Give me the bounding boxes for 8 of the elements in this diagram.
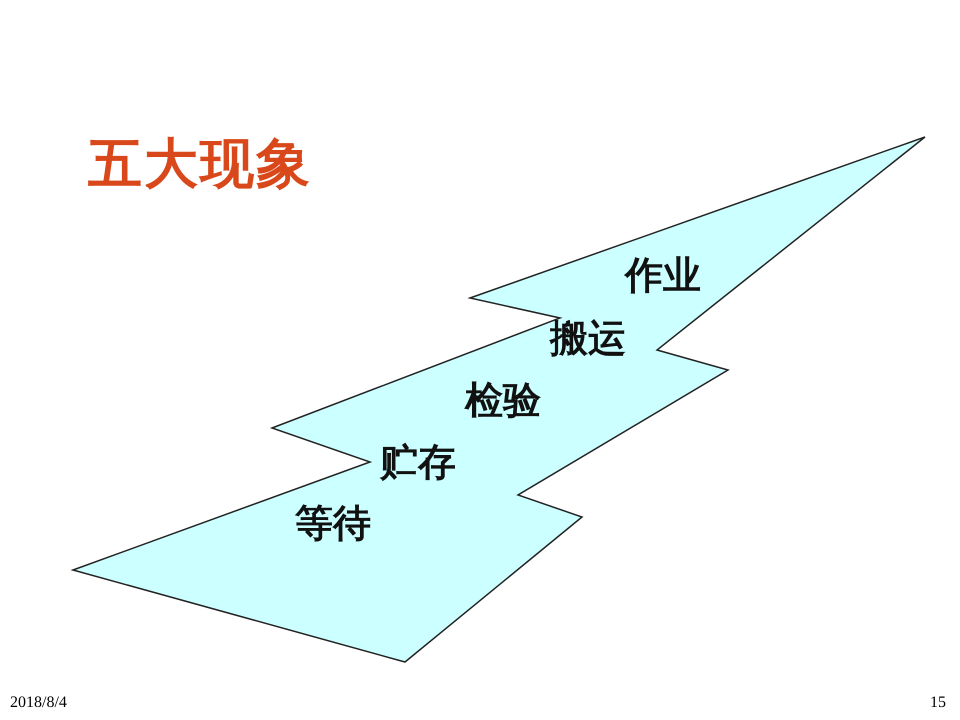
stage-label: 检验 <box>465 380 541 422</box>
stage-label: 作业 <box>625 255 701 297</box>
date-text: 2018/8/4 <box>10 694 67 712</box>
stage-label: 等待 <box>295 503 371 545</box>
stage-label: 贮存 <box>380 442 456 484</box>
stage-label: 搬运 <box>550 318 626 360</box>
slide-title: 五大现象 <box>88 131 312 197</box>
page-number: 15 <box>930 694 946 712</box>
